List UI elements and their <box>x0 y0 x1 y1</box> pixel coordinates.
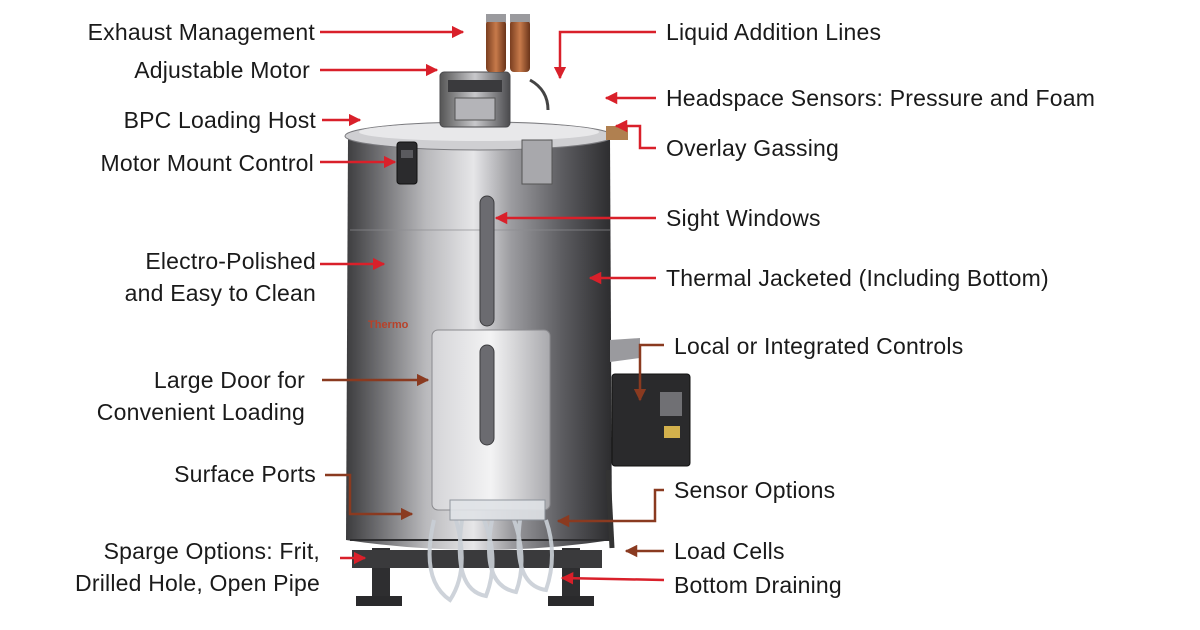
label-bottom-draining: Bottom Draining <box>674 572 842 598</box>
label-bpc-loading-host: BPC Loading Host <box>123 107 316 133</box>
arrow-overlay <box>614 119 656 150</box>
sight-window-upper <box>479 195 495 327</box>
arrow-ports <box>325 473 414 521</box>
leader-arrows <box>320 25 665 585</box>
label-sight-windows: Sight Windows <box>666 205 821 231</box>
label-motor-mount-control: Motor Mount Control <box>100 150 314 176</box>
label-exhaust-management: Exhaust Management <box>87 19 315 45</box>
label-surface-ports: Surface Ports <box>174 461 316 487</box>
label-liquid-addition-lines: Liquid Addition Lines <box>666 19 882 45</box>
tubing-bundle <box>427 499 554 603</box>
label-load-cells: Load Cells <box>674 538 785 564</box>
controller-box <box>605 338 691 549</box>
label-local-controls: Local or Integrated Controls <box>674 333 964 359</box>
label-headspace-sensors: Headspace Sensors: Pressure and Foam <box>666 85 1096 111</box>
vessel-foot-right <box>548 596 594 606</box>
vessel-brand: Thermo <box>368 319 409 331</box>
arrow-controls <box>633 343 664 402</box>
label-overlay-gassing: Overlay Gassing <box>666 135 840 161</box>
arrow-sensor <box>556 488 664 528</box>
arrow-liquid <box>553 30 656 80</box>
motor-mount-panel <box>396 141 418 185</box>
label-adjustable-motor: Adjustable Motor <box>134 57 310 83</box>
overlay-gassing-fitting <box>606 126 628 140</box>
vessel-foot-left <box>356 596 402 606</box>
label-sensor-options: Sensor Options <box>674 477 836 503</box>
label-thermal-jacketed: Thermal Jacketed (Including Bottom) <box>666 265 1049 291</box>
bioreactor-vessel: Thermo <box>344 14 691 606</box>
sight-window-lower <box>479 344 495 446</box>
vessel-base-frame <box>352 550 602 568</box>
label-large-door: Large Door for Convenient Loading <box>96 367 305 425</box>
arrow-draining <box>560 571 665 585</box>
label-sparge-options: Sparge Options: Frit, Drilled Hole, Open… <box>75 538 320 596</box>
label-electro-polished: Electro-Polished and Easy to Clean <box>124 248 316 306</box>
motor-assembly <box>439 14 553 185</box>
